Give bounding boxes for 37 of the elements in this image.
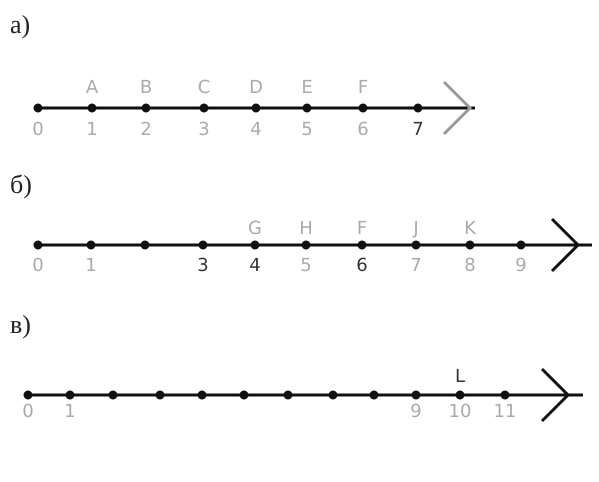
point-letter: H bbox=[299, 220, 313, 238]
tick-number: 11 bbox=[494, 403, 516, 421]
point-letter: C bbox=[198, 79, 210, 97]
point-letter: E bbox=[301, 79, 313, 97]
point-letter: G bbox=[248, 220, 262, 238]
tick-number: 7 bbox=[410, 257, 422, 275]
point-letter: F bbox=[356, 220, 368, 238]
panel-label: а) bbox=[10, 12, 30, 38]
tick-number: 1 bbox=[85, 257, 97, 275]
tick-number: 2 bbox=[140, 121, 152, 139]
point-letter: A bbox=[86, 79, 98, 97]
tick-number: 3 bbox=[197, 257, 209, 275]
point-letter: K bbox=[464, 220, 476, 238]
point-letter: D bbox=[249, 79, 263, 97]
tick-number: 1 bbox=[86, 121, 98, 139]
tick-number: 3 bbox=[198, 121, 210, 139]
point-letter: J bbox=[413, 220, 419, 238]
tick-number: 8 bbox=[464, 257, 476, 275]
tick-number: 6 bbox=[357, 121, 369, 139]
tick-number: 7 bbox=[412, 121, 424, 139]
tick-number: 0 bbox=[32, 121, 44, 139]
point-letter: B bbox=[140, 79, 152, 97]
tick-number: 10 bbox=[448, 403, 472, 421]
tick-number: 6 bbox=[356, 257, 368, 275]
tick-number: 4 bbox=[249, 257, 261, 275]
tick-number: 9 bbox=[410, 403, 422, 421]
point-letter: L bbox=[454, 368, 466, 386]
tick-number: 1 bbox=[64, 403, 76, 421]
panel-label: б) bbox=[10, 172, 32, 198]
tick-number: 5 bbox=[301, 121, 313, 139]
tick-number: 0 bbox=[32, 257, 44, 275]
tick-number: 5 bbox=[300, 257, 312, 275]
panel-label: в) bbox=[10, 312, 31, 338]
tick-number: 9 bbox=[515, 257, 527, 275]
tick-number: 0 bbox=[22, 403, 34, 421]
tick-number: 4 bbox=[250, 121, 262, 139]
point-letter: F bbox=[358, 79, 368, 97]
